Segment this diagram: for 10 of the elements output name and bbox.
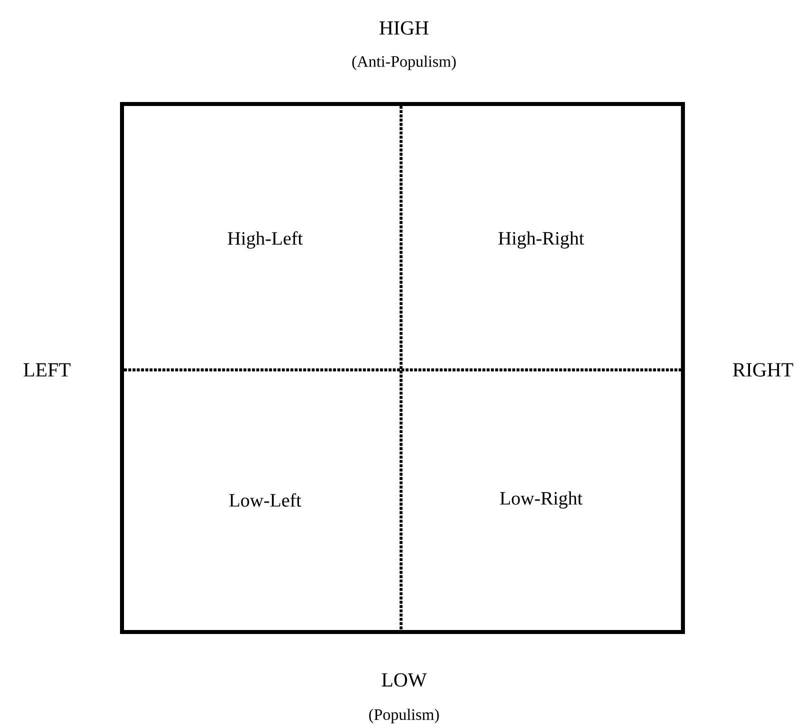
quadrant-label: Low-Left [229, 493, 302, 507]
quadrant-label: High-Left [228, 231, 303, 249]
axis-caption: (Anti-Populism) [352, 56, 456, 70]
axis-label: HIGH [380, 21, 428, 35]
axis-caption: (Populism) [369, 708, 439, 724]
quadrant-label: High-Right [498, 231, 584, 249]
axis-label: LEFT [24, 363, 70, 376]
quadrant-label: Low-Right [500, 491, 582, 509]
axis-label: LOW [382, 673, 427, 687]
axis-label: RIGHT [732, 363, 794, 377]
